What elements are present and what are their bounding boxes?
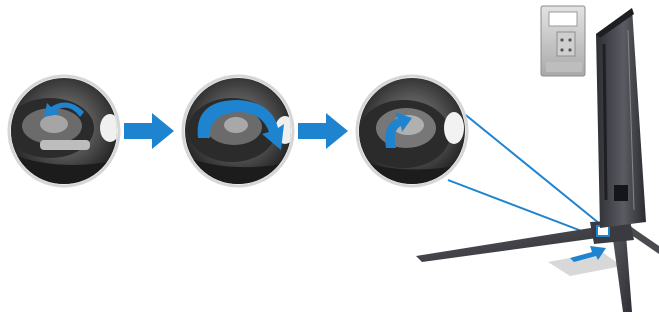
callout-line-bottom xyxy=(448,180,600,238)
step-3-detail-photo xyxy=(357,76,467,190)
flow-arrow-icon xyxy=(298,113,348,149)
callout-line-top xyxy=(462,112,600,224)
stand-leg-front xyxy=(612,232,632,312)
flow-arrow-icon xyxy=(124,113,174,149)
step-2-detail-photo xyxy=(183,76,295,190)
step-1-detail-photo xyxy=(6,76,120,190)
vesa-mounting-plate xyxy=(541,6,585,76)
